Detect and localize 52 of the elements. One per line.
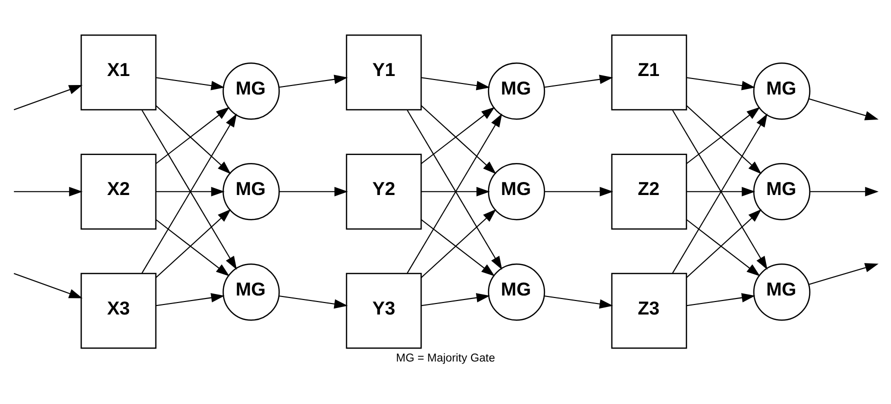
arrow (14, 186, 83, 196)
node-box: Z2 (611, 154, 688, 230)
arrow (686, 293, 756, 306)
node-circle: MG (753, 62, 810, 120)
arrow (808, 263, 879, 285)
arrow (686, 107, 760, 164)
arrow (14, 273, 82, 298)
node-box: X2 (80, 154, 156, 230)
node-circle: MG (488, 163, 546, 220)
node-box: Z1 (611, 34, 688, 110)
arrow (544, 74, 614, 88)
arrow (278, 74, 348, 88)
arrow (686, 186, 756, 196)
arrow (421, 186, 490, 196)
arrow (156, 105, 231, 174)
node-circle: MG (488, 62, 546, 120)
arrow (14, 85, 82, 110)
arrow (156, 293, 225, 306)
arrow (156, 186, 225, 196)
arrow (686, 105, 762, 174)
node-box: X1 (80, 34, 156, 110)
arrow (686, 209, 762, 278)
arrow (156, 219, 230, 276)
arrow (156, 107, 230, 164)
arrow (544, 186, 614, 196)
node-box: Y1 (346, 34, 422, 110)
arrow (686, 77, 756, 90)
arrow (421, 293, 490, 306)
arrow (420, 219, 495, 276)
node-box: X3 (80, 272, 156, 349)
node-circle: MG (222, 62, 280, 120)
node-circle: MG (753, 264, 810, 321)
arrow (421, 77, 490, 90)
node-circle: MG (488, 264, 546, 321)
arrow (279, 186, 348, 196)
node-box: Y3 (346, 272, 422, 349)
arrow (420, 209, 496, 278)
caption: MG = Majority Gate (396, 352, 496, 364)
arrow (544, 295, 614, 309)
arrow (686, 219, 760, 276)
arrow (420, 107, 495, 164)
arrow (278, 295, 348, 309)
arrow (420, 105, 496, 174)
arrow (808, 98, 879, 120)
arrow (156, 77, 225, 90)
arrow (156, 209, 231, 278)
node-box: Y2 (346, 154, 422, 230)
node-circle: MG (222, 163, 280, 220)
node-circle: MG (753, 163, 810, 220)
arrow (810, 186, 879, 196)
node-box: Z3 (611, 272, 688, 349)
node-circle: MG (222, 264, 280, 321)
